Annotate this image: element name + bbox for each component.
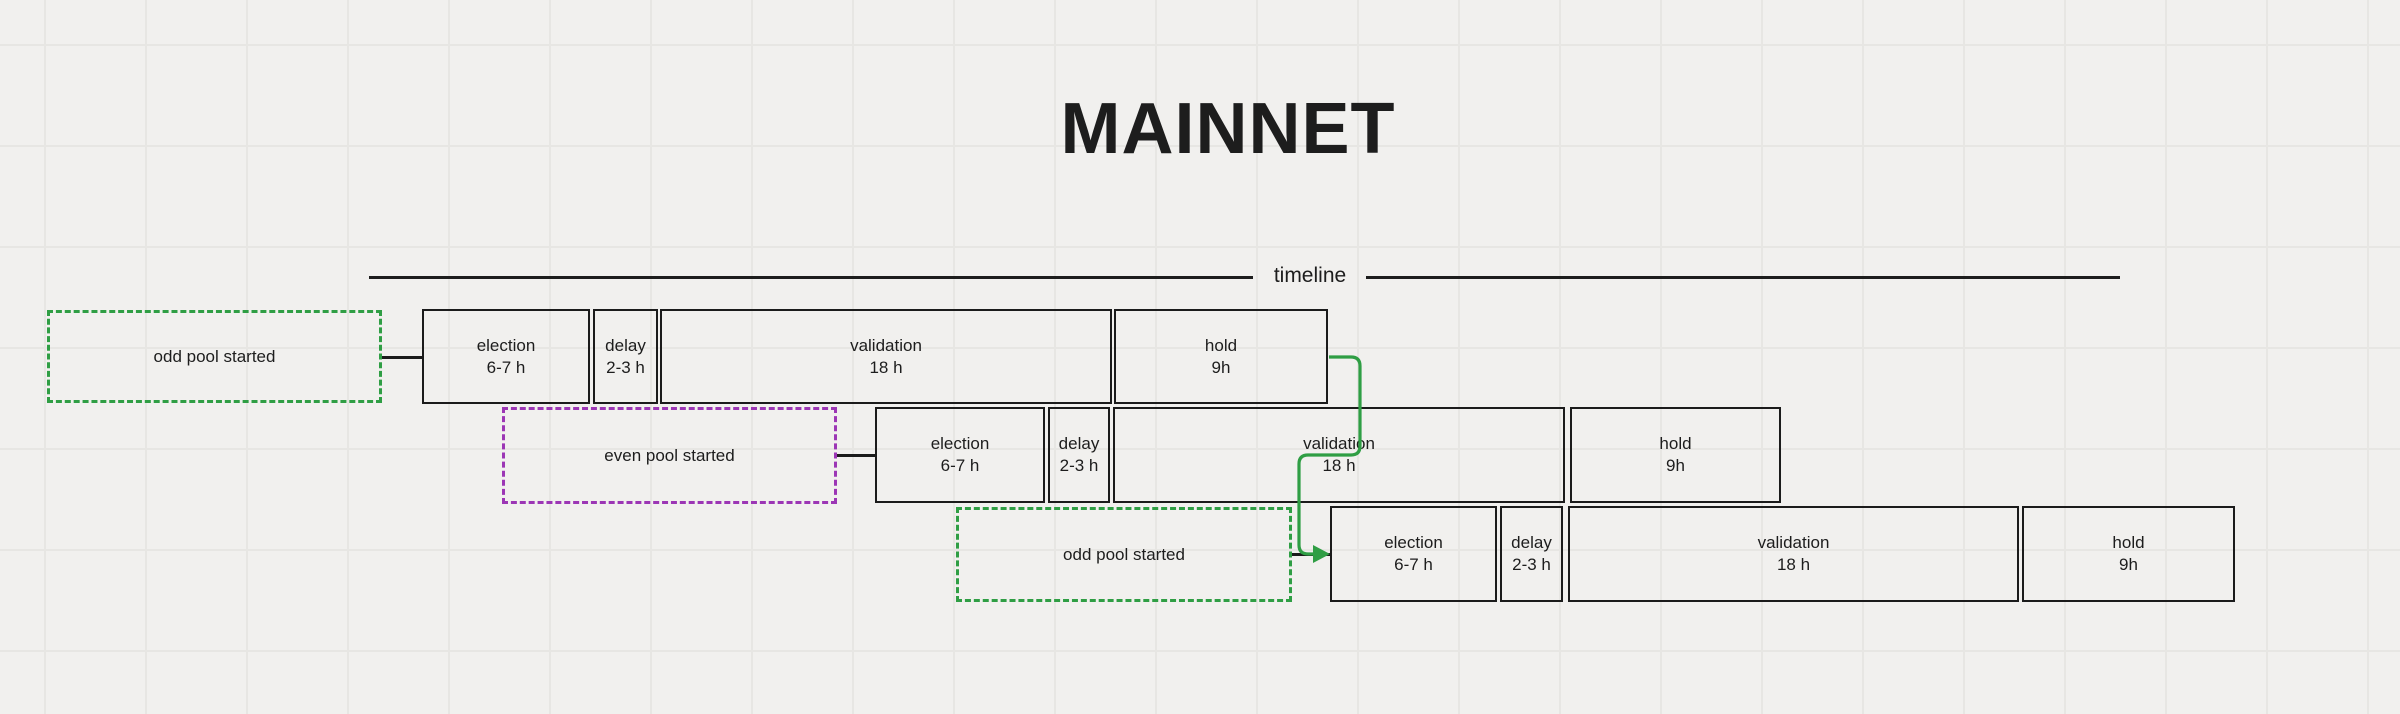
connector-row-1 (382, 356, 422, 359)
phase-box-delay: delay 2-3 h (1500, 506, 1563, 602)
phase-box-election: election 6-7 h (1330, 506, 1497, 602)
phase-duration: 18 h (869, 357, 903, 377)
phase-name: validation (1303, 434, 1375, 453)
phase-name: election (1384, 533, 1443, 552)
phase-duration: 2-3 h (1059, 456, 1099, 475)
connector-row-3 (1292, 553, 1330, 556)
timeline-line-right (1366, 276, 2120, 279)
trigger-box-odd-pool-2: odd pool started (956, 507, 1292, 602)
phase-duration: 18 h (1322, 456, 1356, 475)
phase-duration: 6-7 h (940, 456, 980, 475)
connector-row-2 (837, 454, 875, 457)
trigger-label: odd pool started (1063, 544, 1185, 564)
phase-duration: 9h (2119, 555, 2138, 574)
trigger-box-even-pool: even pool started (502, 407, 837, 504)
phase-name: validation (850, 335, 922, 355)
phase-name: hold (1659, 434, 1692, 453)
phase-name: election (476, 335, 536, 355)
phase-name: delay (1058, 434, 1100, 453)
phase-name: hold (2112, 533, 2145, 552)
phase-name: hold (1204, 335, 1238, 355)
phase-name: election (930, 434, 990, 453)
timeline-line-left (369, 276, 1253, 279)
trigger-box-odd-pool-1: odd pool started (47, 310, 382, 403)
phase-name: validation (1757, 533, 1830, 552)
phase-box-hold: hold 9h (1570, 407, 1781, 503)
phase-box-delay: delay 2-3 h (593, 309, 658, 404)
trigger-label: odd pool started (153, 346, 276, 366)
phase-duration: 2-3 h (1512, 555, 1551, 574)
diagram-title: MAINNET (1060, 89, 1396, 169)
phase-name: delay (1511, 533, 1552, 552)
phase-name: delay (605, 335, 646, 355)
phase-duration: 2-3 h (606, 357, 645, 377)
phase-box-election: election 6-7 h (875, 407, 1045, 503)
phase-duration: 9h (1666, 456, 1685, 475)
phase-box-validation: validation 18 h (660, 309, 1112, 404)
phase-box-delay: delay 2-3 h (1048, 407, 1110, 503)
phase-box-validation: validation 18 h (1568, 506, 2019, 602)
phase-duration: 6-7 h (1394, 555, 1433, 574)
phase-box-election: election 6-7 h (422, 309, 590, 404)
phase-duration: 18 h (1776, 555, 1811, 574)
trigger-label: even pool started (604, 445, 735, 465)
phase-box-validation: validation 18 h (1113, 407, 1565, 503)
phase-duration: 9h (1211, 357, 1231, 377)
phase-box-hold: hold 9h (2022, 506, 2235, 602)
phase-duration: 6-7 h (486, 357, 526, 377)
timeline-label: timeline (1273, 264, 1347, 287)
phase-box-hold: hold 9h (1114, 309, 1328, 404)
